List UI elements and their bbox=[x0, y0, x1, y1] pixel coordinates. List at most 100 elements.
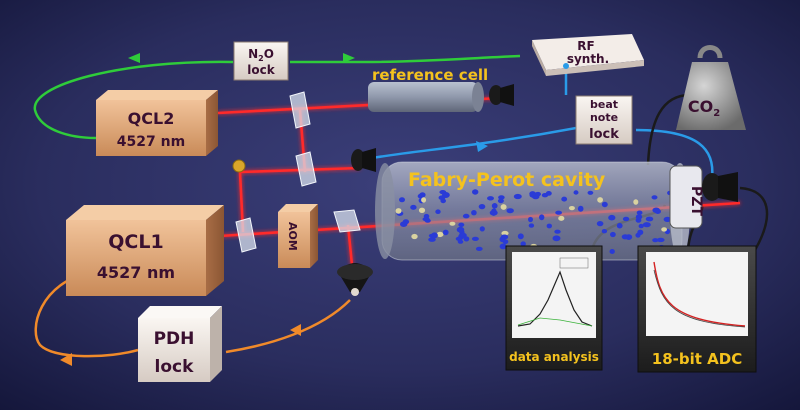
adc-label: 18-bit ADC bbox=[652, 350, 742, 368]
molecule bbox=[577, 205, 584, 212]
blue-arrow bbox=[476, 141, 488, 152]
molecule bbox=[422, 217, 430, 222]
molecule bbox=[513, 193, 522, 200]
pzt-actuator: PZT bbox=[669, 165, 704, 229]
beat-note-line3: lock bbox=[589, 127, 619, 142]
aom-label: AOM bbox=[286, 222, 299, 251]
detector-transmission bbox=[702, 172, 738, 202]
molecule bbox=[471, 210, 477, 216]
mirror-mount-icon bbox=[232, 159, 246, 173]
qcl2-wavelength: 4527 nm bbox=[117, 134, 185, 150]
molecule bbox=[431, 232, 438, 239]
molecule bbox=[656, 237, 665, 243]
molecule bbox=[529, 191, 536, 197]
molecule bbox=[436, 231, 444, 238]
orange-fiber bbox=[34, 270, 351, 366]
green-arrow-2 bbox=[343, 53, 355, 63]
molecule bbox=[489, 210, 498, 216]
plot-legend bbox=[559, 257, 589, 269]
molecule bbox=[616, 222, 623, 229]
molecule bbox=[636, 210, 643, 215]
pdh-lock-line1: PDH bbox=[154, 329, 195, 349]
qcl2-name: QCL2 bbox=[128, 109, 175, 128]
molecule bbox=[554, 229, 561, 234]
molecule bbox=[479, 226, 485, 232]
beat-note-lock-box: beat note lock bbox=[575, 95, 633, 145]
molecule bbox=[568, 206, 575, 211]
qcl1-wavelength: 4527 nm bbox=[97, 263, 175, 282]
molecule bbox=[635, 214, 643, 220]
molecule bbox=[411, 233, 418, 240]
beamsplitter-upper bbox=[289, 91, 311, 129]
molecule bbox=[609, 249, 615, 254]
molecule bbox=[472, 189, 479, 195]
molecule bbox=[435, 209, 441, 214]
molecule bbox=[471, 236, 479, 241]
molecule bbox=[500, 204, 507, 210]
rf-synth-port-icon bbox=[563, 63, 569, 69]
n2o-lock-box: N2O lock bbox=[233, 41, 289, 81]
molecule bbox=[587, 190, 594, 195]
orange-arrow-2 bbox=[290, 324, 301, 336]
beamsplitter-middle bbox=[295, 151, 317, 187]
molecule bbox=[652, 207, 660, 213]
molecule bbox=[410, 204, 417, 210]
beam-to-pdh-detector bbox=[346, 224, 354, 266]
molecule bbox=[459, 232, 467, 238]
orange-arrow bbox=[60, 353, 72, 366]
pdh-lock-line2: lock bbox=[155, 357, 195, 377]
molecule bbox=[475, 246, 483, 251]
molecule bbox=[608, 214, 616, 221]
molecule bbox=[506, 208, 514, 214]
beamsplitter-pdh bbox=[333, 209, 361, 233]
blue-fiber bbox=[371, 62, 714, 179]
green-arrow bbox=[128, 53, 140, 63]
molecule bbox=[491, 203, 498, 209]
molecule bbox=[399, 197, 405, 203]
molecule bbox=[622, 216, 630, 222]
n2o-lock-line2: lock bbox=[247, 63, 275, 77]
molecule bbox=[438, 195, 446, 200]
beat-note-line2: note bbox=[590, 111, 618, 124]
qcl1-name: QCL1 bbox=[108, 231, 163, 253]
molecule bbox=[558, 215, 565, 221]
molecule bbox=[442, 229, 449, 236]
adc-monitor: 18-bit ADC bbox=[637, 245, 757, 373]
molecule bbox=[428, 237, 436, 242]
molecule bbox=[462, 213, 470, 219]
data-analysis-monitor: data analysis bbox=[505, 245, 603, 371]
molecule bbox=[498, 195, 505, 200]
detector-pdh bbox=[337, 263, 373, 296]
co2-weight-icon: CO2 bbox=[676, 45, 746, 130]
molecule bbox=[478, 204, 486, 210]
molecule bbox=[402, 219, 410, 225]
molecule bbox=[573, 190, 579, 195]
pzt-label: PZT bbox=[688, 186, 704, 216]
molecule bbox=[661, 227, 667, 232]
molecule bbox=[633, 199, 639, 205]
molecule bbox=[663, 216, 672, 222]
molecule bbox=[528, 216, 533, 223]
molecule bbox=[534, 191, 542, 197]
molecule bbox=[501, 230, 509, 236]
molecule bbox=[610, 231, 616, 238]
molecule bbox=[439, 190, 447, 195]
rf-synth-line1: RF bbox=[577, 39, 594, 53]
molecule bbox=[463, 236, 470, 242]
data-analysis-label: data analysis bbox=[509, 350, 599, 364]
molecule bbox=[601, 201, 608, 208]
molecule bbox=[621, 234, 629, 240]
molecule bbox=[561, 196, 568, 202]
rf-synth-box: RF synth. bbox=[532, 34, 644, 76]
molecule bbox=[528, 223, 535, 228]
molecule bbox=[449, 221, 456, 226]
molecule bbox=[552, 235, 561, 242]
molecule bbox=[597, 197, 603, 203]
decay-curve bbox=[653, 261, 746, 327]
molecule bbox=[455, 236, 463, 241]
molecule bbox=[458, 222, 465, 227]
qcl1-laser: QCL1 4527 nm bbox=[66, 205, 224, 296]
molecule bbox=[539, 214, 545, 221]
aom-modulator: AOM bbox=[278, 204, 318, 268]
